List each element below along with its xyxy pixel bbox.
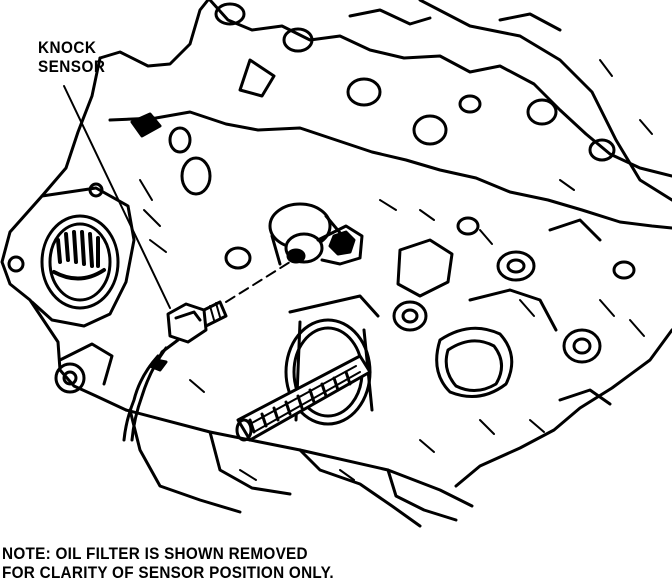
- knock-sensor-label-line2: SENSOR: [38, 57, 106, 76]
- bolt-bosses: [168, 126, 636, 364]
- oil-filter-mount: [235, 294, 380, 442]
- mounting-bracket: [7, 182, 136, 394]
- sensor-mounting-boss: [268, 202, 364, 266]
- casting-texture: [139, 59, 653, 481]
- footnote: NOTE: OIL FILTER IS SHOWN REMOVED FOR CL…: [2, 544, 334, 582]
- knock-sensor: [122, 300, 228, 442]
- footnote-line2: FOR CLARITY OF SENSOR POSITION ONLY.: [2, 563, 334, 582]
- knock-sensor-label-line1: KNOCK: [38, 38, 97, 57]
- callout-leader-line: [63, 85, 171, 309]
- sensor-wire: [122, 354, 160, 442]
- cylinder-head: [108, 0, 672, 230]
- installation-axis: [225, 261, 291, 303]
- footnote-line1: NOTE: OIL FILTER IS SHOWN REMOVED: [2, 544, 308, 563]
- lower-block: [128, 218, 612, 528]
- knock-sensor-label: KNOCK SENSOR: [38, 38, 105, 76]
